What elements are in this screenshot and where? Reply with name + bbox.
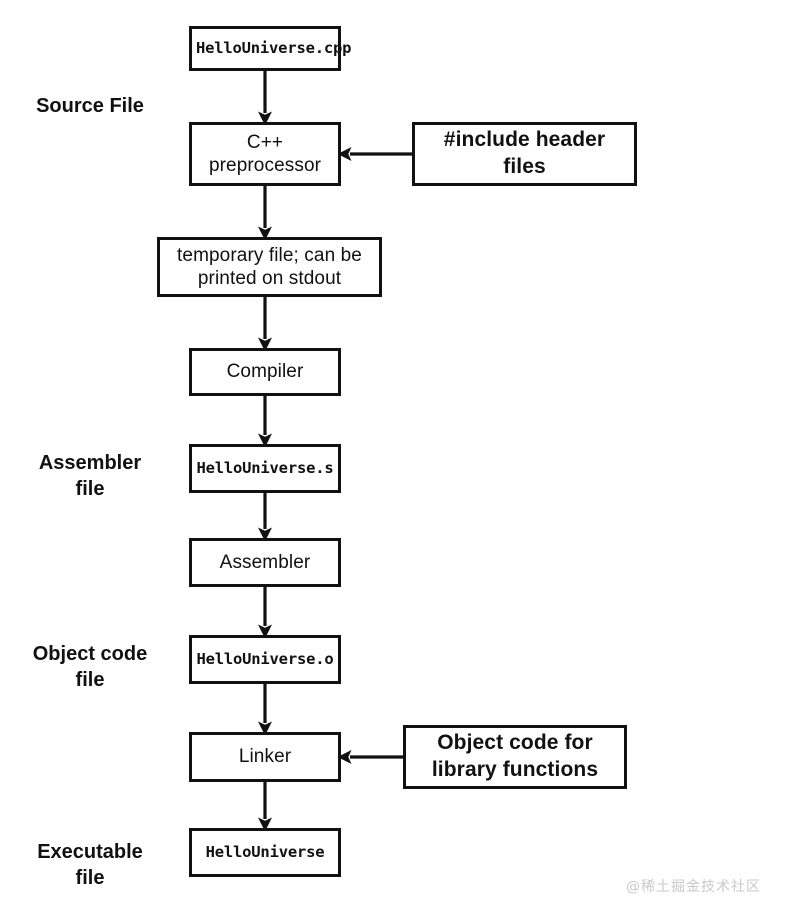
- node-label: C++ preprocessor: [208, 131, 322, 176]
- node-label: Assembler: [219, 551, 311, 573]
- node-label: HelloUniverse: [205, 843, 325, 862]
- node-hellouniverse-o[interactable]: HelloUniverse.o: [189, 635, 341, 684]
- node-label: HelloUniverse.s: [196, 459, 334, 478]
- stage-label-source-file: Source File: [36, 95, 144, 117]
- node-label: HelloUniverse.cpp: [196, 39, 352, 58]
- node-linker[interactable]: Linker: [189, 732, 341, 782]
- watermark: @稀土掘金技术社区: [626, 879, 761, 895]
- node-label: temporary file; can be printed on stdout: [177, 244, 362, 289]
- node-label: Linker: [238, 746, 292, 768]
- node-label: Object code for library functions: [431, 731, 599, 781]
- node-label: #include header files: [443, 128, 606, 178]
- node-object-code-library[interactable]: Object code for library functions: [403, 725, 627, 789]
- node-temporary-file[interactable]: temporary file; can be printed on stdout: [157, 237, 382, 297]
- node-label: HelloUniverse.o: [196, 650, 334, 669]
- node-assembler[interactable]: Assembler: [189, 538, 341, 587]
- node-include-header-files[interactable]: #include header files: [412, 122, 637, 186]
- stage-label-assembler-file: Assembler file: [38, 452, 142, 500]
- stage-label-object-code-file: Object code file: [32, 643, 148, 691]
- node-label: Compiler: [226, 361, 304, 383]
- node-cpp-preprocessor[interactable]: C++ preprocessor: [189, 122, 341, 186]
- node-compiler[interactable]: Compiler: [189, 348, 341, 396]
- node-hellouniverse-cpp[interactable]: HelloUniverse.cpp: [189, 26, 352, 71]
- node-hellouniverse-executable[interactable]: HelloUniverse: [189, 828, 341, 877]
- node-hellouniverse-s[interactable]: HelloUniverse.s: [189, 444, 341, 493]
- stage-label-executable-file: Executable file: [37, 841, 143, 889]
